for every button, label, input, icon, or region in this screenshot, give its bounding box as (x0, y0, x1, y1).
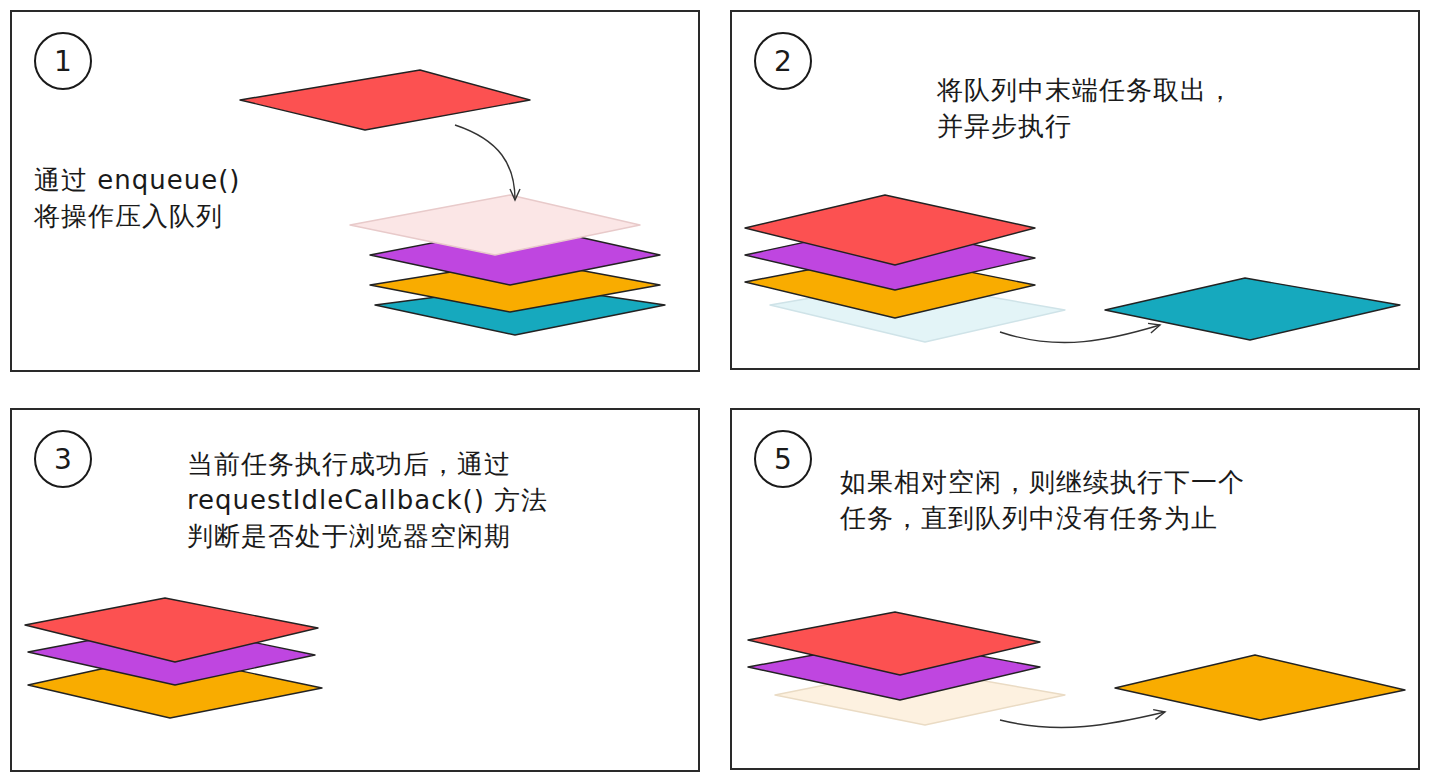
red-layer (745, 195, 1035, 265)
step-circle: 5 (752, 428, 814, 490)
teal-layer (1105, 278, 1400, 340)
step-panel: 通过 enqueue() 将操作压入队列 1 (10, 10, 700, 372)
step-text: 将队列中末端任务取出， 并异步执行 (937, 72, 1267, 144)
step-panel: 将队列中末端任务取出， 并异步执行 2 (730, 10, 1420, 370)
step-text: 当前任务执行成功后，通过 requestIdleCallback() 方法 判断… (187, 446, 677, 554)
callout-number: 1 (32, 30, 94, 92)
callout-number: 2 (752, 30, 814, 92)
step-circle: 1 (32, 30, 94, 92)
step-circle: 3 (32, 428, 94, 490)
move-arrow (1000, 325, 1160, 343)
step-circle: 2 (752, 30, 814, 92)
red-layer (25, 598, 318, 662)
step-text: 通过 enqueue() 将操作压入队列 (34, 162, 304, 234)
callout-number: 5 (752, 428, 814, 490)
step-panel: 当前任务执行成功后，通过 requestIdleCallback() 方法 判断… (10, 408, 700, 772)
red-layer (748, 612, 1040, 675)
step-text: 如果相对空闲，则继续执行下一个 任务，直到队列中没有任务为止 (840, 464, 1310, 536)
ghost-layer (350, 195, 640, 255)
orange-layer (1115, 655, 1405, 720)
move-arrow (1000, 712, 1165, 728)
step-panel: 如果相对空闲，则继续执行下一个 任务，直到队列中没有任务为止 5 (730, 408, 1420, 770)
move-arrow (455, 125, 515, 200)
red-layer (240, 70, 530, 130)
callout-number: 3 (32, 428, 94, 490)
